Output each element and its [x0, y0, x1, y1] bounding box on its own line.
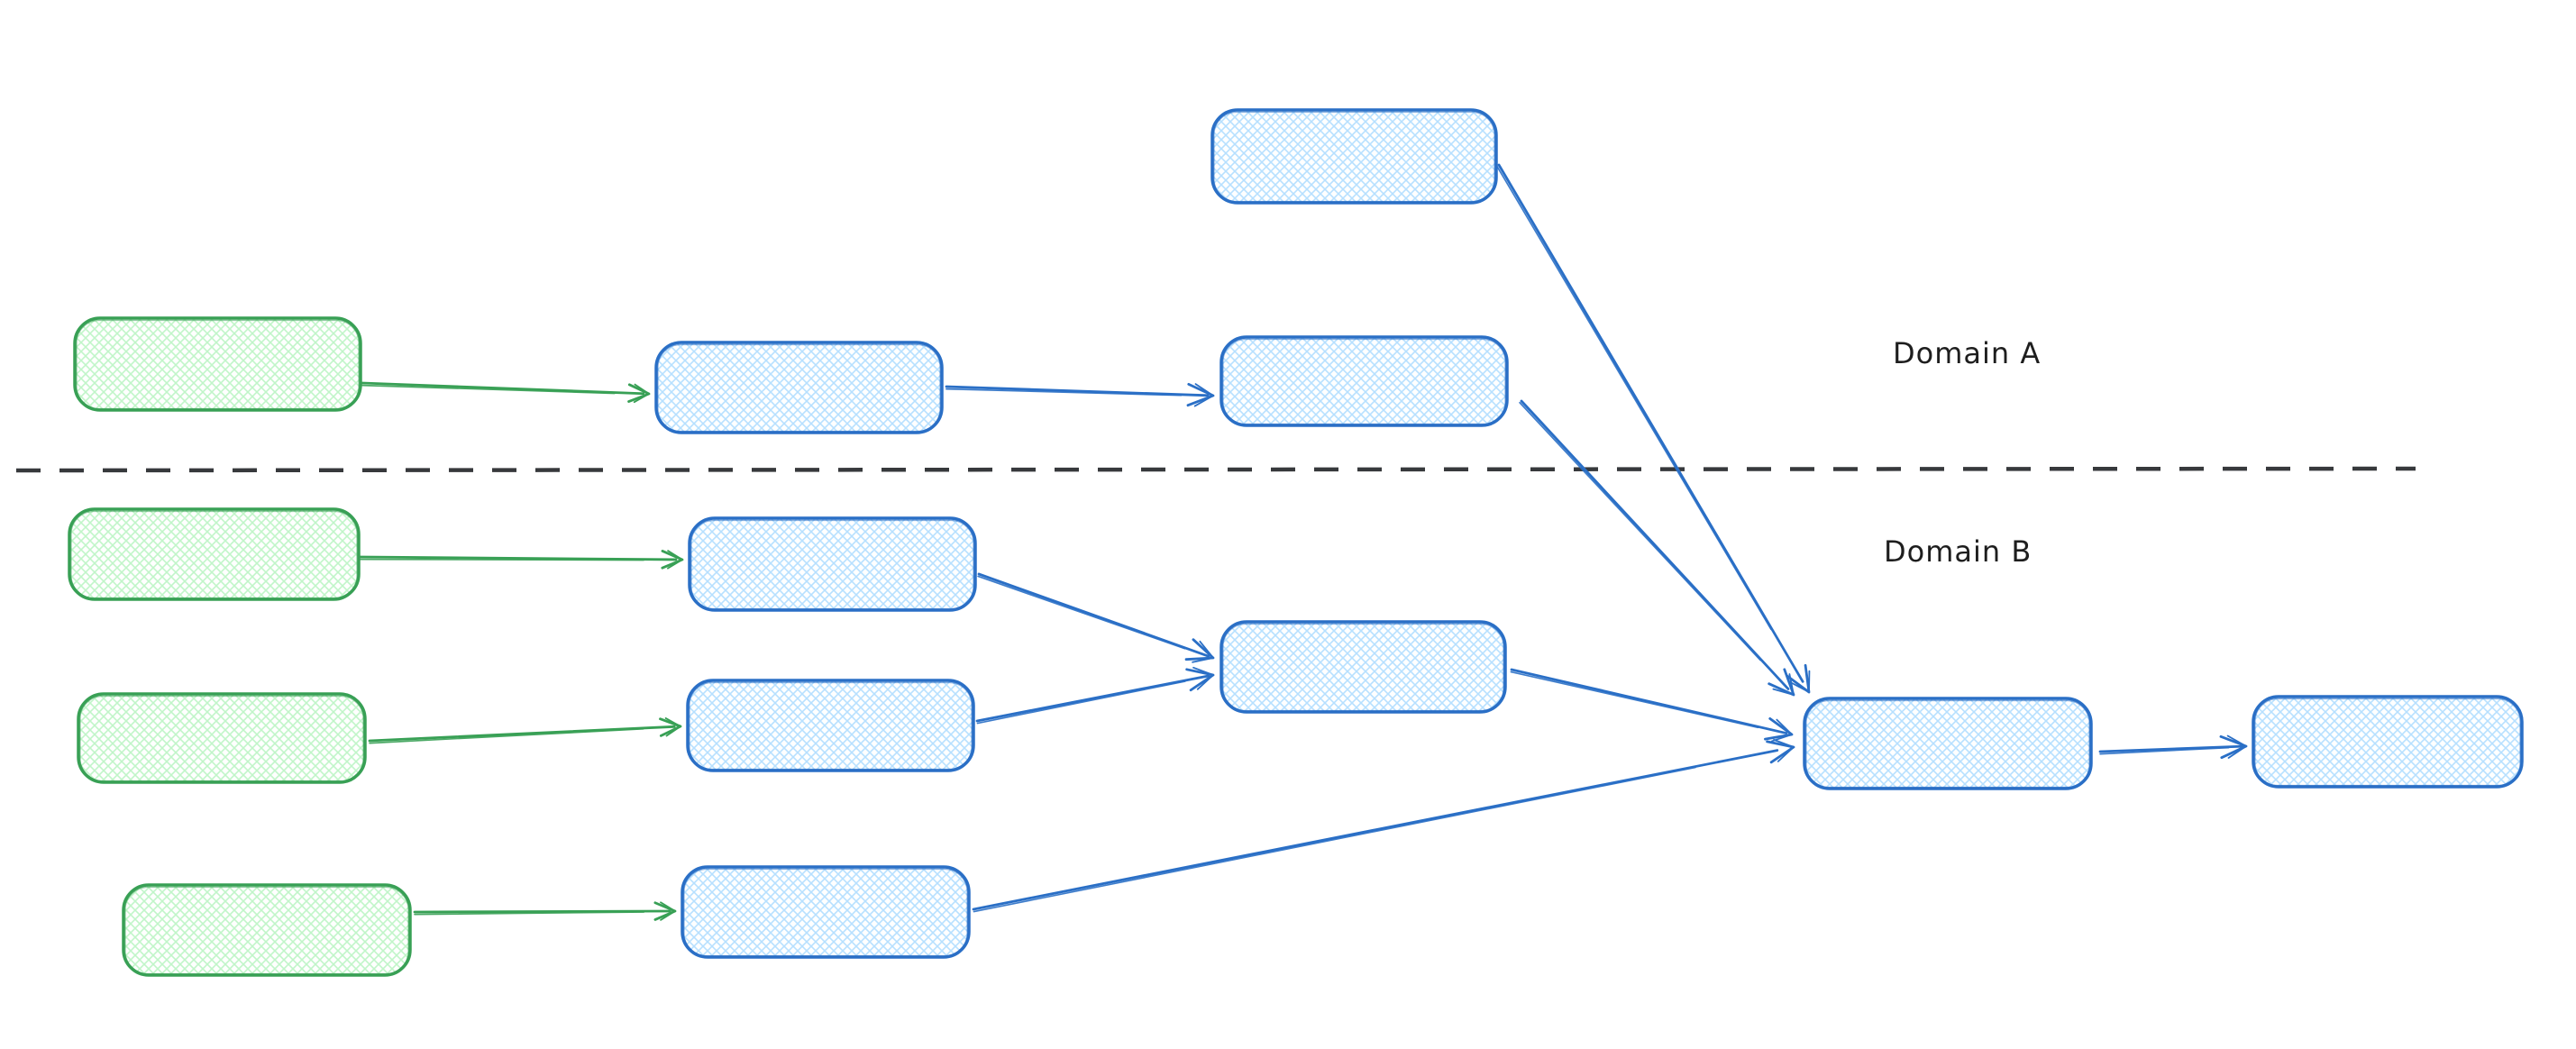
- node-domain-b-merge[interactable]: [1219, 620, 1507, 714]
- node-convergence-hub[interactable]: [1803, 697, 2093, 790]
- node-domain-b-source-2[interactable]: [77, 692, 367, 784]
- node-domain-b-source-3[interactable]: [122, 883, 412, 977]
- edge-b-step2-to-merge[interactable]: [975, 666, 1215, 725]
- domain-divider-dashed-line[interactable]: [15, 466, 2416, 473]
- edge-a-step2-to-hub[interactable]: [1519, 399, 1795, 697]
- domain-a-label[interactable]: Domain A: [1893, 336, 2041, 370]
- edge-a-step1-to-step2[interactable]: [945, 382, 1215, 407]
- node-domain-a-source[interactable]: [73, 316, 362, 412]
- node-domain-b-step-1[interactable]: [688, 516, 977, 612]
- edge-b-source2-to-step2[interactable]: [368, 717, 682, 744]
- node-domain-a-step-2[interactable]: [1219, 335, 1509, 427]
- edge-top-input-to-hub[interactable]: [1495, 163, 1811, 694]
- node-final-output[interactable]: [2252, 695, 2524, 789]
- edge-b-step1-to-merge[interactable]: [977, 572, 1215, 663]
- node-domain-b-step-3[interactable]: [681, 865, 971, 959]
- edge-b-merge-to-hub[interactable]: [1510, 668, 1794, 743]
- domain-b-label[interactable]: Domain B: [1884, 534, 2032, 569]
- node-external-input-top[interactable]: [1210, 108, 1498, 205]
- edge-b-source1-to-step1[interactable]: [359, 550, 684, 570]
- edge-a-source-to-step1[interactable]: [361, 381, 651, 404]
- node-domain-b-step-2[interactable]: [686, 679, 975, 772]
- edge-hub-to-output[interactable]: [2098, 734, 2248, 760]
- node-domain-b-source-1[interactable]: [68, 507, 361, 601]
- node-domain-a-step-1[interactable]: [654, 341, 944, 434]
- edge-b-source3-to-step3[interactable]: [413, 901, 677, 921]
- edge-b-step3-to-hub[interactable]: [972, 738, 1795, 913]
